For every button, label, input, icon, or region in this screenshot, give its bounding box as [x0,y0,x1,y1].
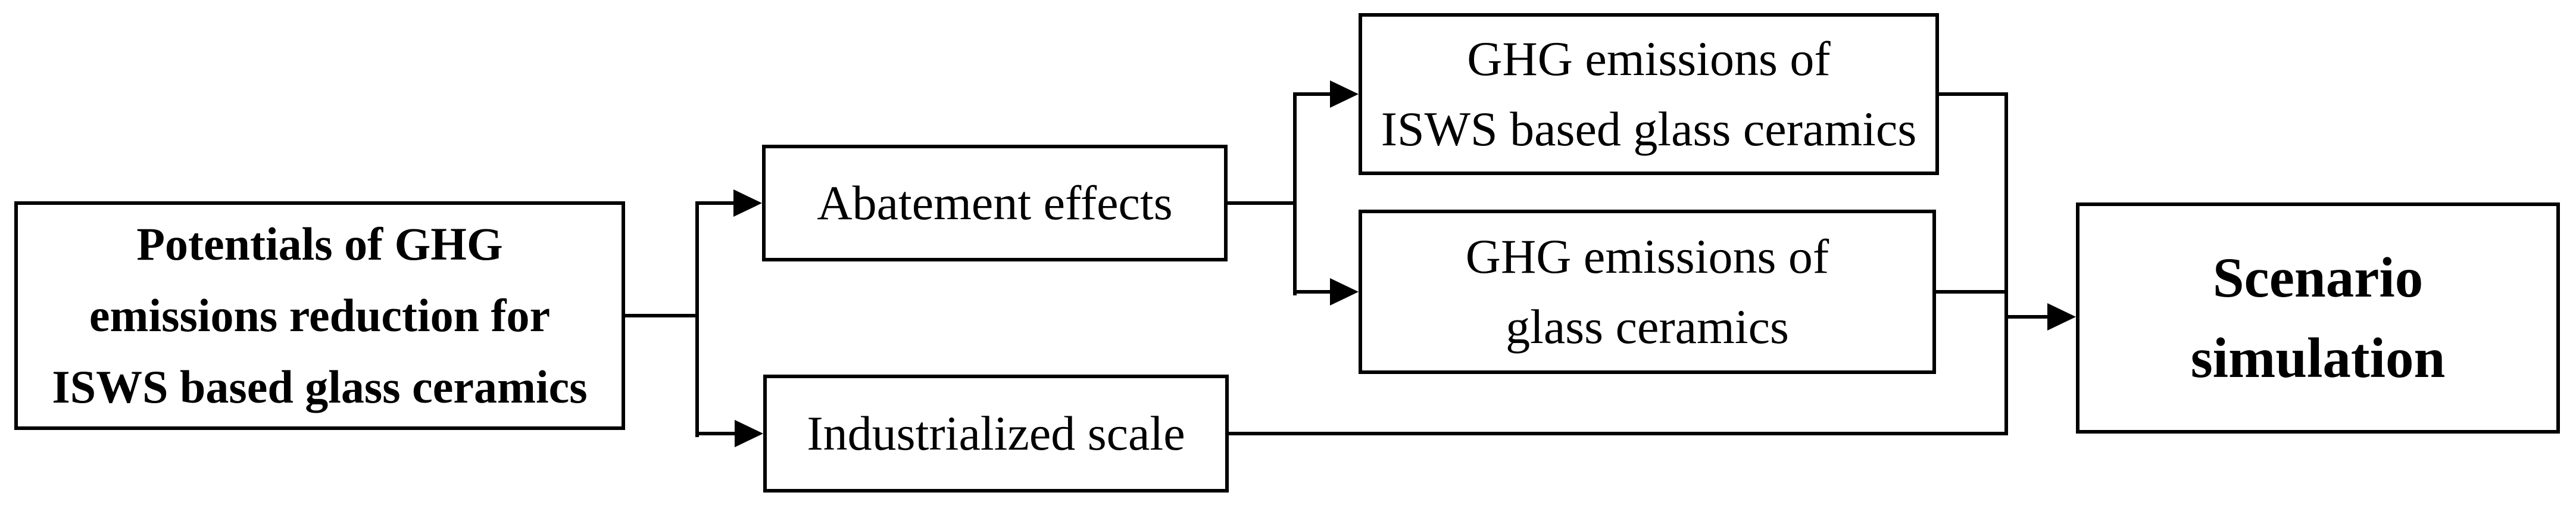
node-ghg-emissions-isws: GHG emissions of ISWS based glass cerami… [1359,13,1939,175]
node-ghg-emissions-glass: GHG emissions of glass ceramics [1359,210,1936,374]
connector-to-ghg-glass [1293,290,1332,294]
connector-collector-vertical [2004,92,2008,435]
connector-abatement-out [1224,201,1297,205]
node-abatement-effects: Abatement effects [762,145,1228,261]
node-potentials-label: Potentials of GHG emissions reduction fo… [52,218,588,413]
connector-industrialized-out [1225,432,2008,435]
node-ghg-emissions-glass-label: GHG emissions of glass ceramics [1465,229,1829,354]
connector-ghg-isws-out [1935,92,2008,96]
arrowhead-industrialized-icon [735,420,763,447]
node-industrialized-scale: Industrialized scale [763,375,1229,493]
node-scenario-simulation: Scenario simulation [2076,202,2560,434]
node-potentials: Potentials of GHG emissions reduction fo… [14,201,625,430]
connector-to-scenario [2004,315,2049,319]
connector-to-ghg-isws [1293,92,1332,96]
connector-potentials-stem [625,314,697,317]
node-abatement-effects-label: Abatement effects [817,176,1173,230]
connector-to-abatement [695,201,735,205]
connector-ghg-glass-out [1932,290,2008,294]
arrowhead-ghg-isws-icon [1330,80,1359,108]
arrowhead-abatement-icon [733,189,762,217]
node-industrialized-scale-label: Industrialized scale [807,406,1185,460]
connector-branch-left-vertical [695,201,699,437]
arrowhead-ghg-glass-icon [1330,278,1359,306]
node-scenario-simulation-label: Scenario simulation [2190,246,2446,389]
node-ghg-emissions-isws-label: GHG emissions of ISWS based glass cerami… [1381,32,1917,156]
connector-to-industrialized [695,432,735,435]
connector-branch-mid-vertical [1293,92,1297,295]
arrowhead-scenario-icon [2047,303,2076,331]
